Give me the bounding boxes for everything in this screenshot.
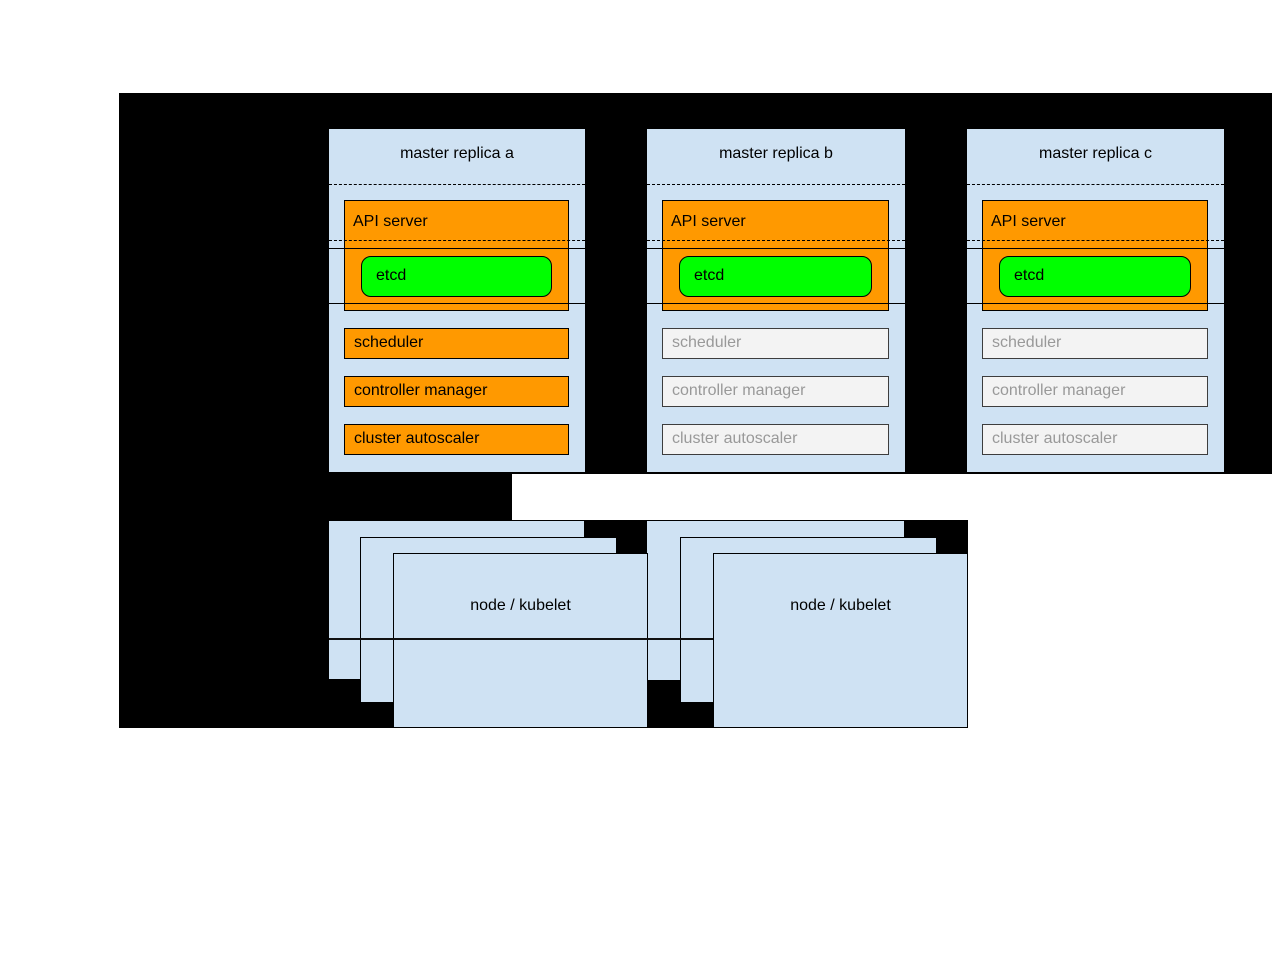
master-replica-c-title: master replica c [1039,145,1152,162]
api-server-label: API server [671,213,746,230]
zone-divider-dashed-bottom [329,240,585,241]
zone-divider-solid-top [967,248,1224,249]
etcd-box: etcd [999,256,1191,297]
zone-divider-dashed-top [647,184,905,185]
master-replica-a-title: master replica a [400,145,514,162]
controller-manager-box-inactive: controller manager [982,376,1208,407]
api-server-label: API server [991,213,1066,230]
etcd-box: etcd [361,256,552,297]
zone-divider-solid-bottom [967,303,1224,304]
zone-divider-dashed-bottom [647,240,905,241]
zone-divider-dashed-bottom [967,240,1224,241]
node-kubelet-label: node / kubelet [470,597,571,614]
cluster-autoscaler-box: cluster autoscaler [344,424,569,455]
zone-divider-solid-bottom [647,303,905,304]
master-replica-a-panel: master replica a API server etcd schedul… [329,129,585,472]
node-kubelet-label: node / kubelet [790,597,891,614]
background-panel-middle [119,474,512,520]
node-divider-line [329,638,713,640]
etcd-label: etcd [376,267,407,284]
controller-manager-box: controller manager [344,376,569,407]
zone-divider-solid-top [647,248,905,249]
master-replica-c-panel: master replica c API server etcd schedul… [967,129,1224,472]
zone-divider-dashed-top [967,184,1224,185]
cluster-autoscaler-box-inactive: cluster autoscaler [662,424,889,455]
master-replica-b-title: master replica b [719,145,833,162]
etcd-box: etcd [679,256,872,297]
etcd-label: etcd [1014,267,1045,284]
zone-divider-solid-top [329,248,585,249]
cluster-autoscaler-box-inactive: cluster autoscaler [982,424,1208,455]
node-stack1-front-box: node / kubelet [393,553,648,728]
api-server-label: API server [353,213,428,230]
etcd-label: etcd [694,267,725,284]
scheduler-box: scheduler [344,328,569,359]
zone-divider-solid-bottom [329,303,585,304]
controller-manager-box-inactive: controller manager [662,376,889,407]
node-stack2-front-box: node / kubelet [713,553,968,728]
scheduler-box-inactive: scheduler [662,328,889,359]
master-replica-b-panel: master replica b API server etcd schedul… [647,129,905,472]
scheduler-box-inactive: scheduler [982,328,1208,359]
zone-divider-dashed-top [329,184,585,185]
